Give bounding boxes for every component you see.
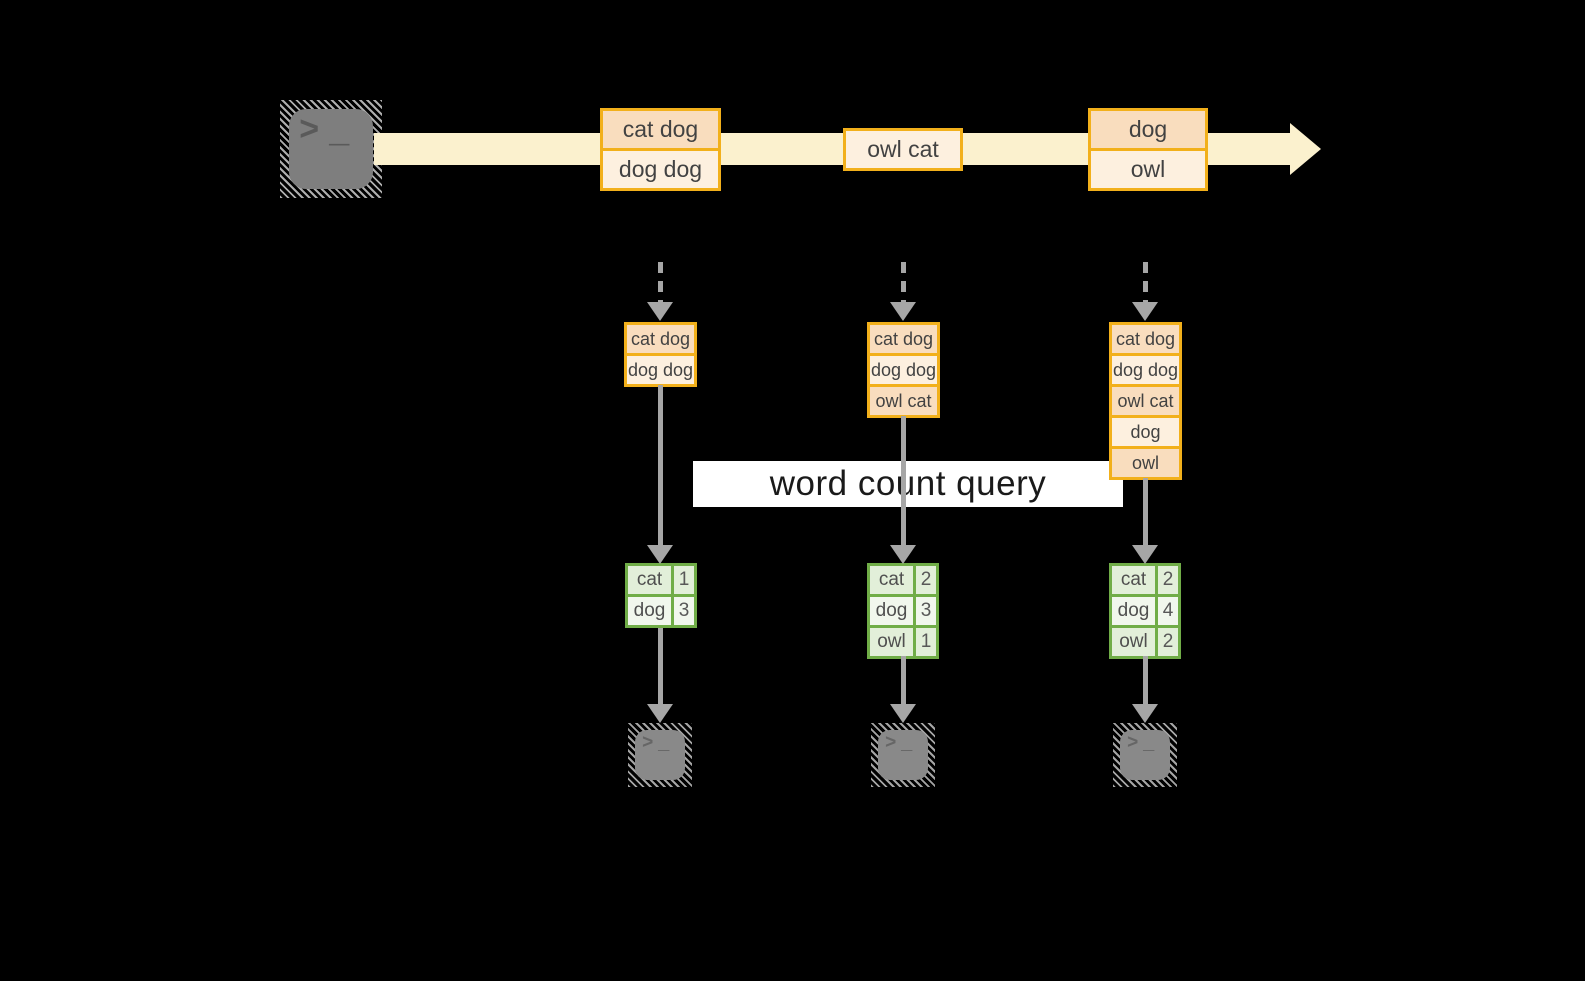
- query-arrowhead-icon: [647, 545, 673, 564]
- count-value: 3: [674, 597, 694, 625]
- terminal-screen: > _: [878, 730, 928, 780]
- count-row: dog 4: [1112, 594, 1178, 625]
- accumulated-record: dog dog: [1112, 353, 1179, 384]
- terminal-screen: > _: [635, 730, 685, 780]
- terminal-prompt-glyph: >: [885, 732, 897, 754]
- query-arrow-line: [901, 416, 906, 546]
- accumulated-record: cat dog: [627, 325, 694, 353]
- query-label: word count query: [769, 464, 1047, 503]
- terminal-cursor-glyph: _: [658, 733, 670, 755]
- stream-record: dog: [1091, 111, 1205, 148]
- source-terminal-icon: > _: [280, 100, 382, 198]
- count-value: 1: [916, 628, 936, 656]
- query-arrow-line: [1143, 478, 1148, 546]
- terminal-screen: > _: [289, 109, 373, 189]
- count-word: owl: [870, 628, 916, 656]
- stream-record: owl cat: [846, 131, 960, 168]
- stream-record: cat dog: [603, 111, 718, 148]
- query-arrow-line: [658, 385, 663, 546]
- terminal-cursor-glyph: _: [901, 733, 913, 755]
- stream-record: dog dog: [603, 148, 718, 188]
- count-word: cat: [870, 566, 916, 594]
- output-terminal-icon-1: > _: [628, 723, 692, 787]
- query-arrowhead-icon: [890, 545, 916, 564]
- word-count-table-2: cat 2 dog 3 owl 1: [867, 563, 939, 659]
- stream-batch-2: owl cat: [843, 128, 963, 171]
- count-word: dog: [870, 597, 916, 625]
- accumulated-record: dog dog: [870, 353, 937, 384]
- output-terminal-icon-2: > _: [871, 723, 935, 787]
- dashed-arrow-line: [1143, 262, 1148, 303]
- count-word: owl: [1112, 628, 1158, 656]
- count-value: 2: [1158, 566, 1178, 594]
- dashed-arrowhead-icon: [647, 302, 673, 321]
- output-arrowhead-icon: [647, 704, 673, 723]
- terminal-prompt-glyph: >: [1127, 732, 1139, 754]
- count-row: owl 2: [1112, 625, 1178, 656]
- accumulated-record: owl cat: [1112, 384, 1179, 415]
- terminal-cursor-glyph: _: [1143, 733, 1155, 755]
- stream-record: owl: [1091, 148, 1205, 188]
- accumulated-record: cat dog: [1112, 325, 1179, 353]
- terminal-cursor-glyph: _: [329, 115, 350, 153]
- query-arrowhead-icon: [1132, 545, 1158, 564]
- accumulated-record: cat dog: [870, 325, 937, 353]
- output-arrow-line: [658, 628, 663, 705]
- count-value: 1: [674, 566, 694, 594]
- accumulated-records-2: cat dog dog dog owl cat: [867, 322, 940, 418]
- accumulated-records-1: cat dog dog dog: [624, 322, 697, 387]
- stream-batch-3: dog owl: [1088, 108, 1208, 191]
- count-row: cat 2: [870, 566, 936, 594]
- dashed-arrowhead-icon: [1132, 302, 1158, 321]
- word-count-table-3: cat 2 dog 4 owl 2: [1109, 563, 1181, 659]
- count-row: owl 1: [870, 625, 936, 656]
- count-word: dog: [1112, 597, 1158, 625]
- accumulated-records-3: cat dog dog dog owl cat dog owl: [1109, 322, 1182, 480]
- terminal-screen: > _: [1120, 730, 1170, 780]
- output-arrow-line: [1143, 656, 1148, 705]
- dashed-arrow-line: [658, 262, 663, 303]
- word-count-table-1: cat 1 dog 3: [625, 563, 697, 628]
- terminal-prompt-glyph: >: [642, 732, 654, 754]
- stream-arrowhead-icon: [1290, 123, 1321, 175]
- terminal-prompt-glyph: >: [299, 113, 320, 151]
- accumulated-record: dog: [1112, 415, 1179, 446]
- dashed-arrowhead-icon: [890, 302, 916, 321]
- stream-batch-1: cat dog dog dog: [600, 108, 721, 191]
- count-row: dog 3: [870, 594, 936, 625]
- count-word: cat: [628, 566, 674, 594]
- output-arrow-line: [901, 656, 906, 705]
- count-word: dog: [628, 597, 674, 625]
- count-row: dog 3: [628, 594, 694, 625]
- accumulated-record: owl cat: [870, 384, 937, 415]
- dashed-arrow-line: [901, 262, 906, 303]
- count-value: 3: [916, 597, 936, 625]
- output-terminal-icon-3: > _: [1113, 723, 1177, 787]
- accumulated-record: owl: [1112, 446, 1179, 477]
- count-row: cat 1: [628, 566, 694, 594]
- count-word: cat: [1112, 566, 1158, 594]
- accumulated-record: dog dog: [627, 353, 694, 384]
- output-arrowhead-icon: [1132, 704, 1158, 723]
- count-row: cat 2: [1112, 566, 1178, 594]
- count-value: 2: [1158, 628, 1178, 656]
- count-value: 2: [916, 566, 936, 594]
- query-label-band: word count query: [693, 461, 1123, 507]
- output-arrowhead-icon: [890, 704, 916, 723]
- count-value: 4: [1158, 597, 1178, 625]
